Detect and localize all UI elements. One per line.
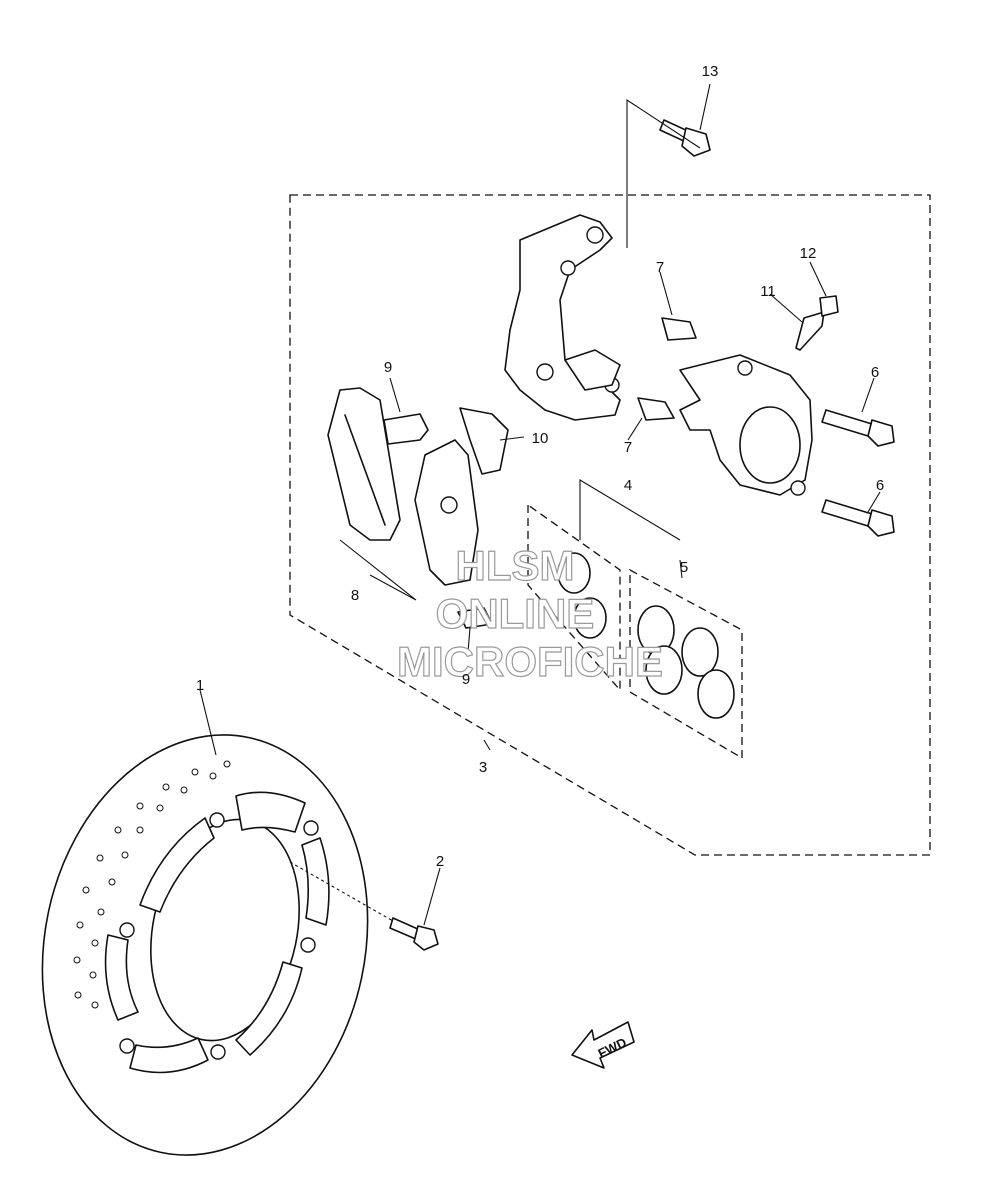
watermark-line-1: HLSM	[456, 542, 575, 589]
pad-spring-lower	[457, 607, 493, 629]
caliper-body	[679, 354, 813, 496]
disc-bolt	[289, 861, 439, 951]
callout-12: 12	[800, 245, 817, 262]
seal-set	[637, 605, 735, 719]
callout-5: 5	[680, 559, 688, 576]
piston-kit-boundary	[527, 503, 621, 692]
brake-pad-inner	[414, 439, 479, 586]
seal-kit-boundary	[629, 568, 743, 760]
callout-1: 1	[196, 677, 204, 694]
piston-lower	[573, 597, 607, 639]
callout-labels: 1 2 3 4 5 6 6 7 7 8 9 9 10 11 12 13	[196, 63, 884, 870]
pin-boot-lower	[637, 397, 675, 421]
piston-upper	[557, 552, 591, 594]
callout-3: 3	[479, 759, 487, 776]
caliper-assembly-boundary	[289, 194, 931, 856]
leader-lines	[199, 83, 881, 926]
callout-2: 2	[436, 853, 444, 870]
fwd-arrow-icon: FWD	[571, 1021, 635, 1069]
callout-4: 4	[624, 477, 632, 494]
pad-spring-upper	[383, 413, 429, 445]
watermark-line-3: MICROFICHE	[397, 638, 663, 685]
caliper-bracket	[504, 214, 621, 421]
callout-7-upper: 7	[656, 259, 664, 276]
slide-pin-bolt-upper	[821, 409, 895, 447]
bleed-cap	[819, 295, 839, 317]
brake-pad-outer	[327, 387, 401, 541]
callout-7-lower: 7	[624, 439, 632, 456]
pin-boot-upper	[661, 317, 697, 341]
callout-10: 10	[532, 430, 549, 447]
callout-8: 8	[351, 587, 359, 604]
callout-6-lower: 6	[876, 477, 884, 494]
slide-pin-bolt-lower	[821, 499, 895, 537]
brake-disc	[41, 734, 369, 1156]
bracket-bolt	[626, 98, 711, 248]
watermark: HLSM ONLINE MICROFICHE	[396, 541, 663, 685]
pad-shim	[459, 407, 509, 475]
callout-11: 11	[760, 283, 776, 300]
callout-9-upper: 9	[384, 359, 392, 376]
watermark-line-2: ONLINE	[436, 590, 595, 637]
bleed-screw	[795, 311, 825, 351]
callout-9-lower: 9	[462, 671, 470, 688]
callout-13: 13	[702, 63, 719, 80]
callout-6-upper: 6	[871, 364, 879, 381]
